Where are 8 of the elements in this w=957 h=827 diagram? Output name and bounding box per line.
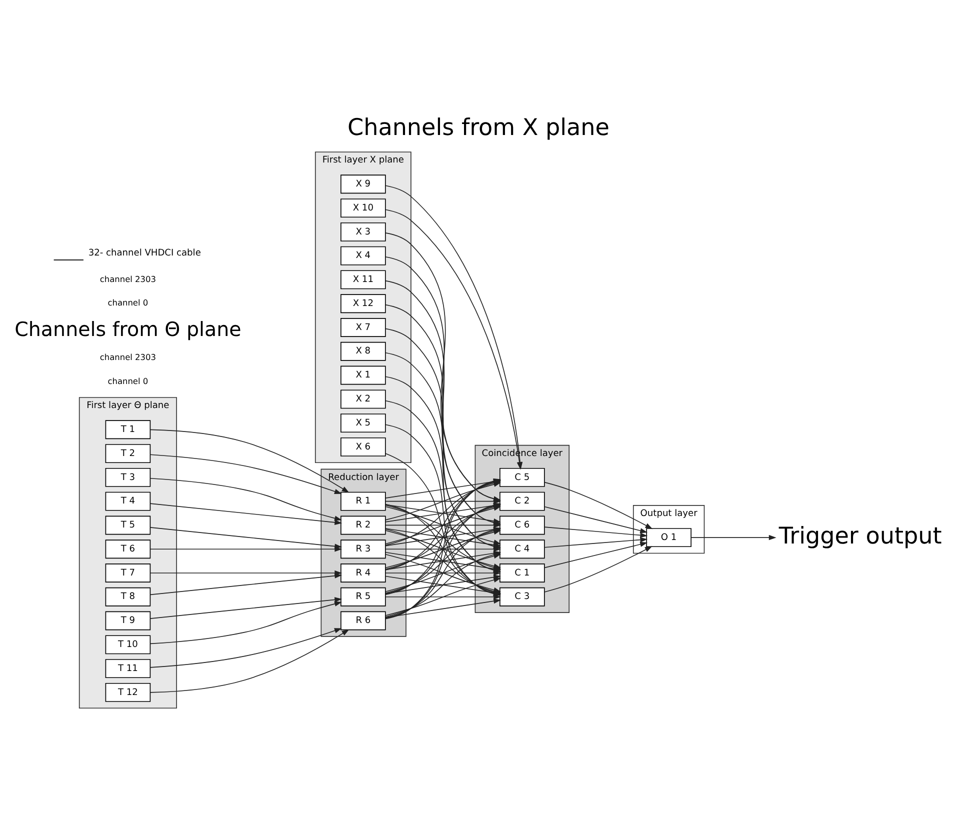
label: channel 2303: [100, 352, 156, 362]
legend-label: 32- channel VHDCI cable: [88, 248, 201, 258]
label: channel 0: [108, 297, 148, 308]
node-text: Trigger output: [778, 522, 942, 549]
label: channel 0: [108, 375, 148, 386]
label: Channels from Θ plane: [14, 317, 242, 340]
label: channel 2303: [100, 273, 156, 284]
diagram-title: Channels from X plane: [348, 114, 610, 141]
